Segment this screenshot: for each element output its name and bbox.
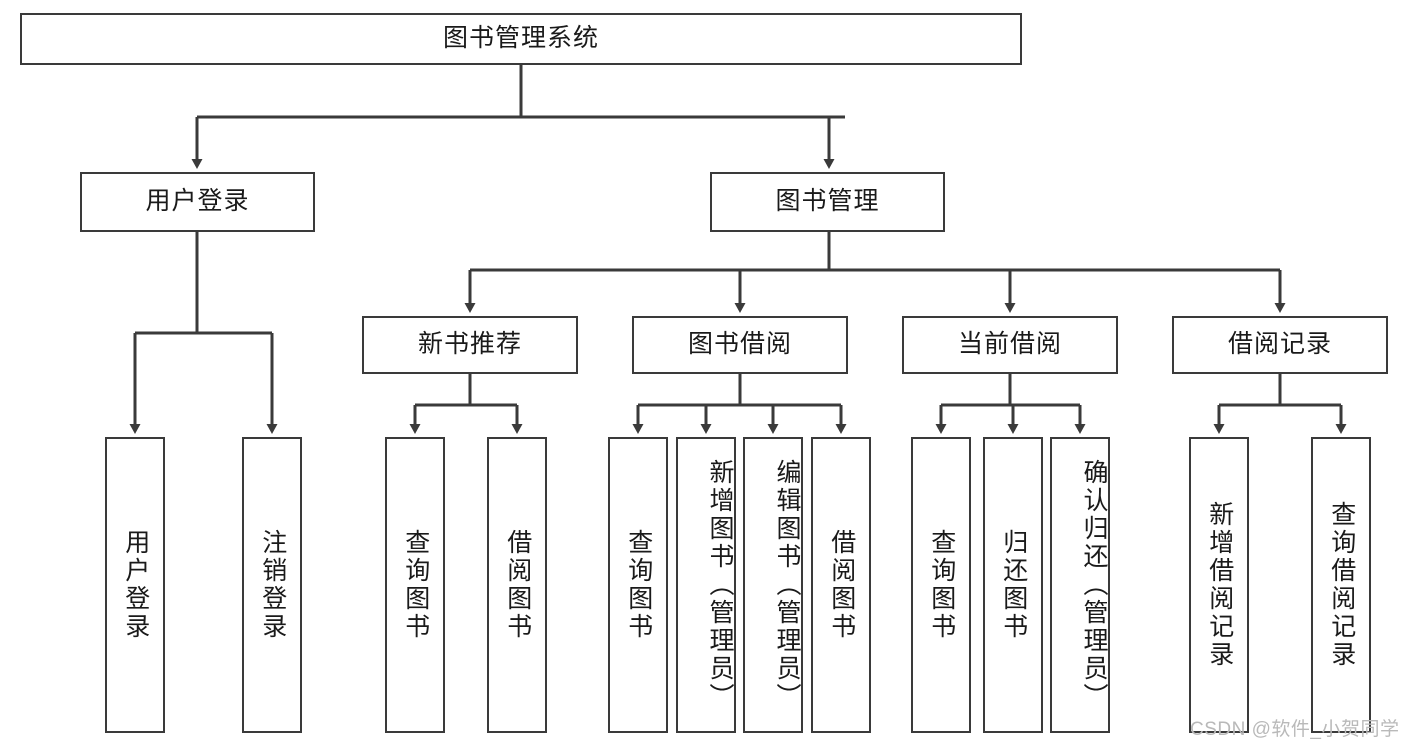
- node-leaf-add-borrow-record-label: 新增借阅记录: [1205, 501, 1234, 669]
- node-leaf-logout-label: 注销登录: [258, 529, 287, 641]
- node-leaf-add-borrow-record[interactable]: 新增借阅记录: [1189, 437, 1249, 733]
- node-leaf-return-book[interactable]: 归还图书: [983, 437, 1043, 733]
- node-leaf-confirm-return-admin-label: 确认归还（管理员）: [1080, 459, 1108, 711]
- node-book-borrow-label: 图书借阅: [687, 330, 792, 359]
- node-user-login[interactable]: 用户登录: [80, 172, 315, 232]
- node-title-label: 图书管理系统: [442, 24, 599, 53]
- node-leaf-query-book-current[interactable]: 查询图书: [911, 437, 971, 733]
- node-borrow-record-label: 借阅记录: [1227, 330, 1332, 359]
- node-leaf-edit-book-admin[interactable]: 编辑图书（管理员）: [743, 437, 803, 733]
- node-current-borrow-label: 当前借阅: [957, 330, 1062, 359]
- csdn-watermark: CSDN @软件_小贺同学: [1190, 719, 1400, 740]
- node-leaf-query-book-rec-label: 查询图书: [401, 529, 430, 641]
- node-leaf-edit-book-admin-label: 编辑图书（管理员）: [773, 459, 801, 711]
- node-leaf-borrow-book-label: 借阅图书: [827, 529, 856, 641]
- node-leaf-query-book-current-label: 查询图书: [927, 529, 956, 641]
- node-new-book-recommend[interactable]: 新书推荐: [362, 316, 578, 374]
- node-leaf-query-book-borrow[interactable]: 查询图书: [608, 437, 668, 733]
- node-title[interactable]: 图书管理系统: [20, 13, 1022, 65]
- node-borrow-record[interactable]: 借阅记录: [1172, 316, 1388, 374]
- node-leaf-confirm-return-admin[interactable]: 确认归还（管理员）: [1050, 437, 1110, 733]
- node-book-management-label: 图书管理: [775, 187, 880, 216]
- node-leaf-query-book-borrow-label: 查询图书: [624, 529, 653, 641]
- node-leaf-add-book-admin-label: 新增图书（管理员）: [706, 459, 734, 711]
- node-leaf-borrow-book-rec-label: 借阅图书: [503, 529, 532, 641]
- node-leaf-query-borrow-record-label: 查询借阅记录: [1327, 501, 1356, 669]
- node-current-borrow[interactable]: 当前借阅: [902, 316, 1118, 374]
- node-leaf-query-borrow-record[interactable]: 查询借阅记录: [1311, 437, 1371, 733]
- node-new-book-recommend-label: 新书推荐: [417, 330, 522, 359]
- node-leaf-borrow-book[interactable]: 借阅图书: [811, 437, 871, 733]
- node-leaf-return-book-label: 归还图书: [999, 529, 1028, 641]
- node-leaf-user-login-label: 用户登录: [121, 529, 150, 641]
- node-leaf-logout[interactable]: 注销登录: [242, 437, 302, 733]
- node-leaf-user-login[interactable]: 用户登录: [105, 437, 165, 733]
- node-leaf-add-book-admin[interactable]: 新增图书（管理员）: [676, 437, 736, 733]
- node-book-management[interactable]: 图书管理: [710, 172, 945, 232]
- node-leaf-borrow-book-rec[interactable]: 借阅图书: [487, 437, 547, 733]
- node-leaf-query-book-rec[interactable]: 查询图书: [385, 437, 445, 733]
- node-book-borrow[interactable]: 图书借阅: [632, 316, 848, 374]
- node-user-login-label: 用户登录: [145, 187, 250, 216]
